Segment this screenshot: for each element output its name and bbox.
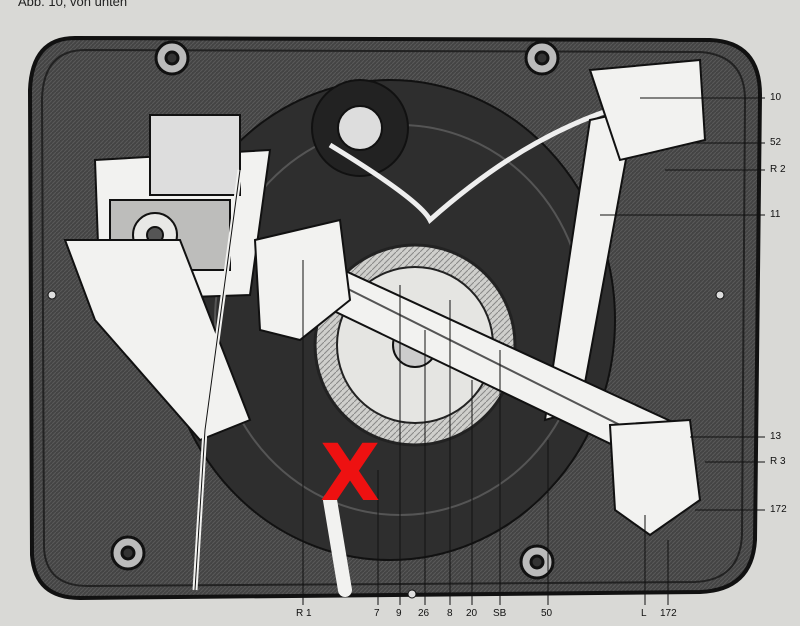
callout-10: 10 [770, 92, 782, 103]
callout-8: 8 [447, 608, 453, 619]
lower-knob [323, 493, 352, 597]
red-x-mark: X [320, 429, 381, 519]
callout-50: 50 [541, 608, 553, 619]
mounting-bosses [110, 40, 560, 580]
tonearm-head [588, 58, 707, 162]
callout-9: 9 [396, 608, 402, 619]
lower-right-bracket [608, 418, 702, 537]
callout-r1: R 1 [296, 608, 312, 619]
cable [328, 107, 611, 225]
callout-20: 20 [466, 608, 478, 619]
callout-172-bottom: 172 [660, 608, 677, 619]
chassis-holes [47, 290, 725, 599]
callout-172-right: 172 [770, 504, 787, 515]
callout-r3: R 3 [770, 456, 786, 467]
leader-lines [302, 97, 765, 605]
callout-26: 26 [418, 608, 430, 619]
connector-socket [311, 79, 409, 177]
figure-caption: Abb. 10, von unten [18, 0, 128, 9]
left-bracket [63, 239, 252, 442]
callout-r2: R 2 [770, 164, 786, 175]
callout-52: 52 [770, 137, 782, 148]
callout-sb: SB [493, 608, 507, 619]
callout-11: 11 [770, 209, 781, 220]
callout-l: L [641, 608, 647, 619]
callout-13: 13 [770, 431, 782, 442]
callout-7: 7 [374, 608, 380, 619]
